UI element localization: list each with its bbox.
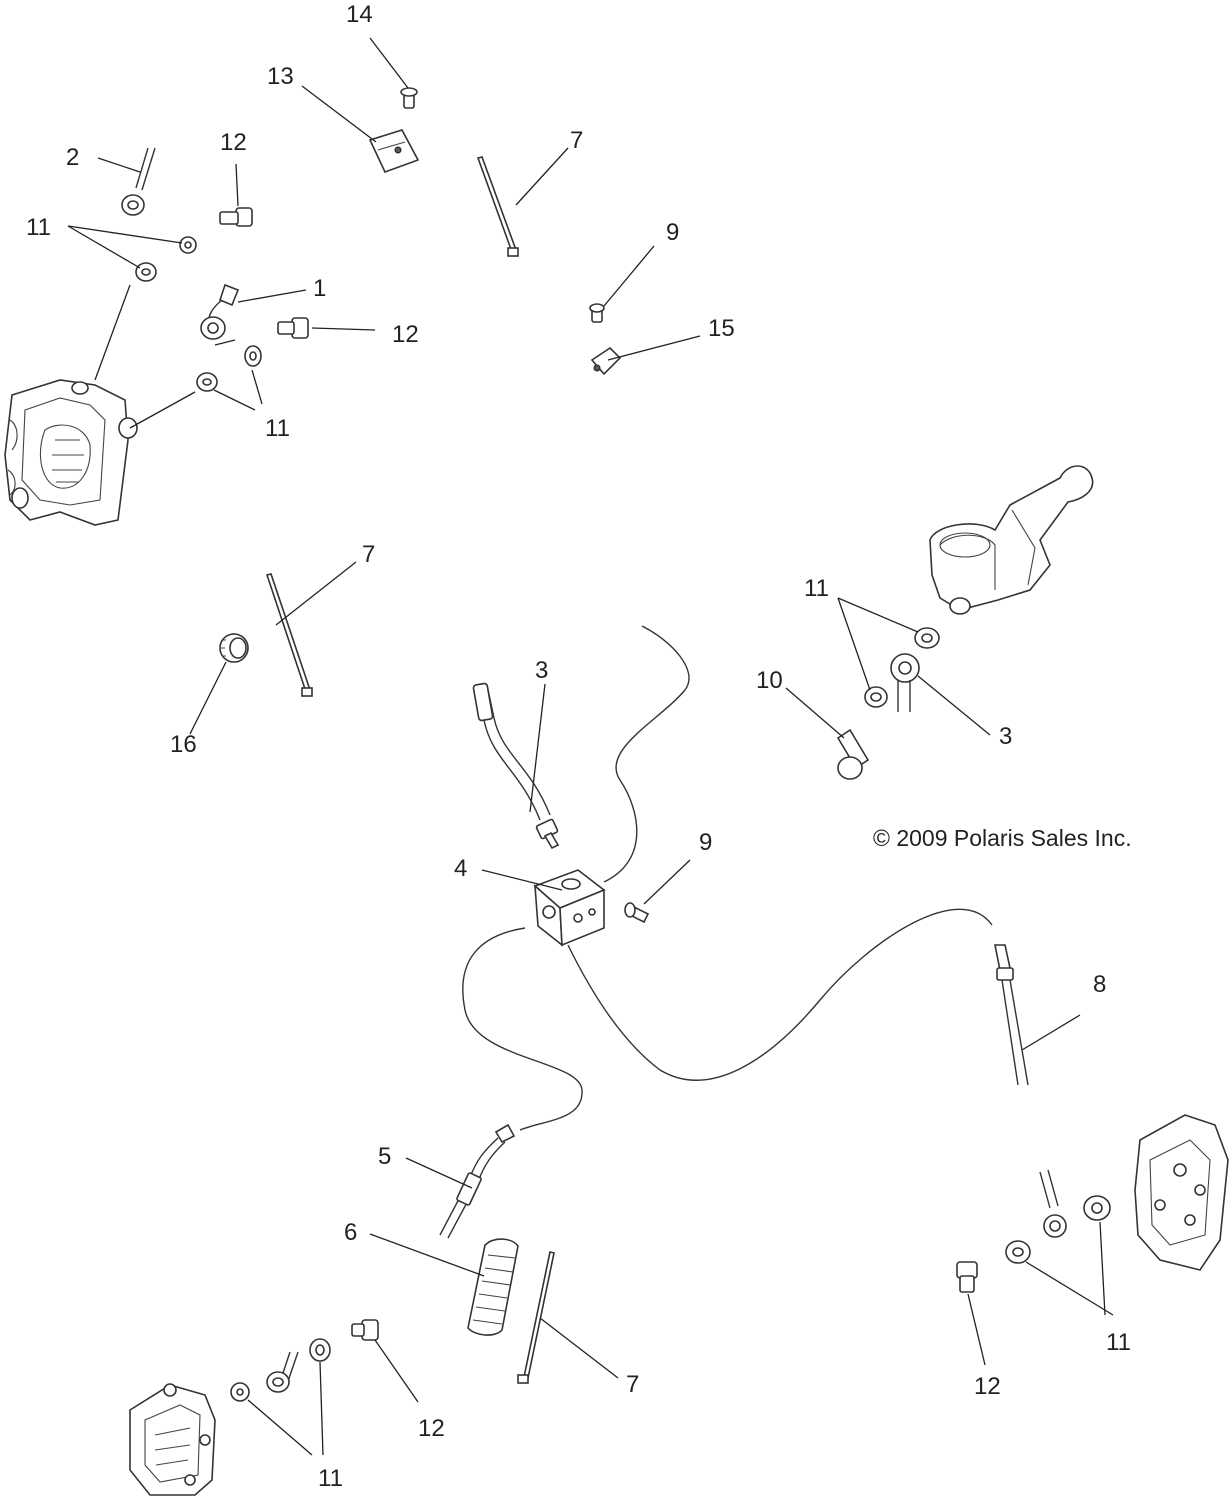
- hose-block-to-master: [603, 625, 690, 883]
- callout-4: 4: [454, 855, 467, 882]
- callout-3: 3: [535, 657, 548, 684]
- washers-11-bottom-right: [1005, 1195, 1111, 1264]
- brake-line-3: [472, 682, 560, 850]
- callout-11: 11: [804, 575, 829, 602]
- callout-2: 2: [66, 144, 79, 171]
- bolt-12-top: [219, 207, 253, 227]
- washers-11-bottom-left: [230, 1338, 331, 1402]
- washers-11-right: [864, 627, 940, 708]
- callout-10: 10: [756, 667, 783, 694]
- bolt-12-bottom-right: [956, 1261, 978, 1293]
- grommet-16: [219, 633, 249, 663]
- callout-7: 7: [362, 541, 375, 568]
- callout-12: 12: [392, 321, 419, 348]
- callout-16: 16: [170, 731, 197, 758]
- washers-11-top-left: [135, 236, 262, 392]
- callout-labels: 14 13 2 12 7 11 9 1 12 15 11 7 11 3 10 3…: [26, 1, 1132, 1492]
- brake-line-bottom-right: [1039, 1169, 1067, 1238]
- bolt-12-bottom-left: [351, 1319, 379, 1341]
- distribution-block-4: [533, 869, 606, 947]
- brake-line-3-banjo: [890, 653, 920, 712]
- cable-tie-7-top: [476, 156, 519, 257]
- hose-block-to-front: [462, 927, 583, 1131]
- callout-9: 9: [666, 219, 679, 246]
- leader-lines: [67, 37, 1114, 1456]
- cable-tie-7-mid: [265, 573, 313, 697]
- screw-9-top: [589, 303, 605, 323]
- brake-line-8: [994, 944, 1029, 1086]
- cable-tie-7-lower: [517, 1251, 555, 1384]
- callout-5: 5: [378, 1143, 391, 1170]
- screw-9-lower: [624, 902, 650, 924]
- copyright-notice: © 2009 Polaris Sales Inc.: [873, 825, 1132, 851]
- screw-14: [400, 87, 418, 109]
- hose-block-to-rear: [567, 908, 993, 1081]
- callout-3: 3: [999, 723, 1012, 750]
- clip-15: [590, 346, 622, 376]
- callout-8: 8: [1093, 971, 1106, 998]
- callout-9: 9: [699, 829, 712, 856]
- brake-line-1: [200, 283, 240, 340]
- caliper-bottom-right: [1134, 1114, 1229, 1271]
- callout-15: 15: [708, 315, 735, 342]
- brake-line-5: [439, 1123, 516, 1239]
- callout-11: 11: [318, 1465, 343, 1492]
- callout-7: 7: [626, 1371, 639, 1398]
- callout-14: 14: [346, 1, 373, 28]
- sleeve-6: [467, 1238, 519, 1336]
- brake-line-bottom-left: [266, 1351, 299, 1393]
- brake-line-2: [121, 147, 156, 216]
- bolt-12-mid: [277, 317, 309, 339]
- callout-13: 13: [267, 63, 294, 90]
- bolt-10: [836, 728, 870, 780]
- callout-1: 1: [313, 275, 326, 302]
- callout-6: 6: [344, 1219, 357, 1246]
- callout-7: 7: [570, 127, 583, 154]
- caliper-bottom-left: [129, 1383, 216, 1496]
- callout-12: 12: [974, 1373, 1001, 1400]
- caliper-top-left: [4, 379, 138, 526]
- callout-11: 11: [26, 214, 51, 241]
- callout-12: 12: [220, 129, 247, 156]
- clip-13: [368, 129, 420, 174]
- master-cylinder: [929, 465, 1094, 615]
- callout-11: 11: [265, 415, 290, 442]
- callout-12: 12: [418, 1415, 445, 1442]
- callout-11: 11: [1106, 1329, 1131, 1356]
